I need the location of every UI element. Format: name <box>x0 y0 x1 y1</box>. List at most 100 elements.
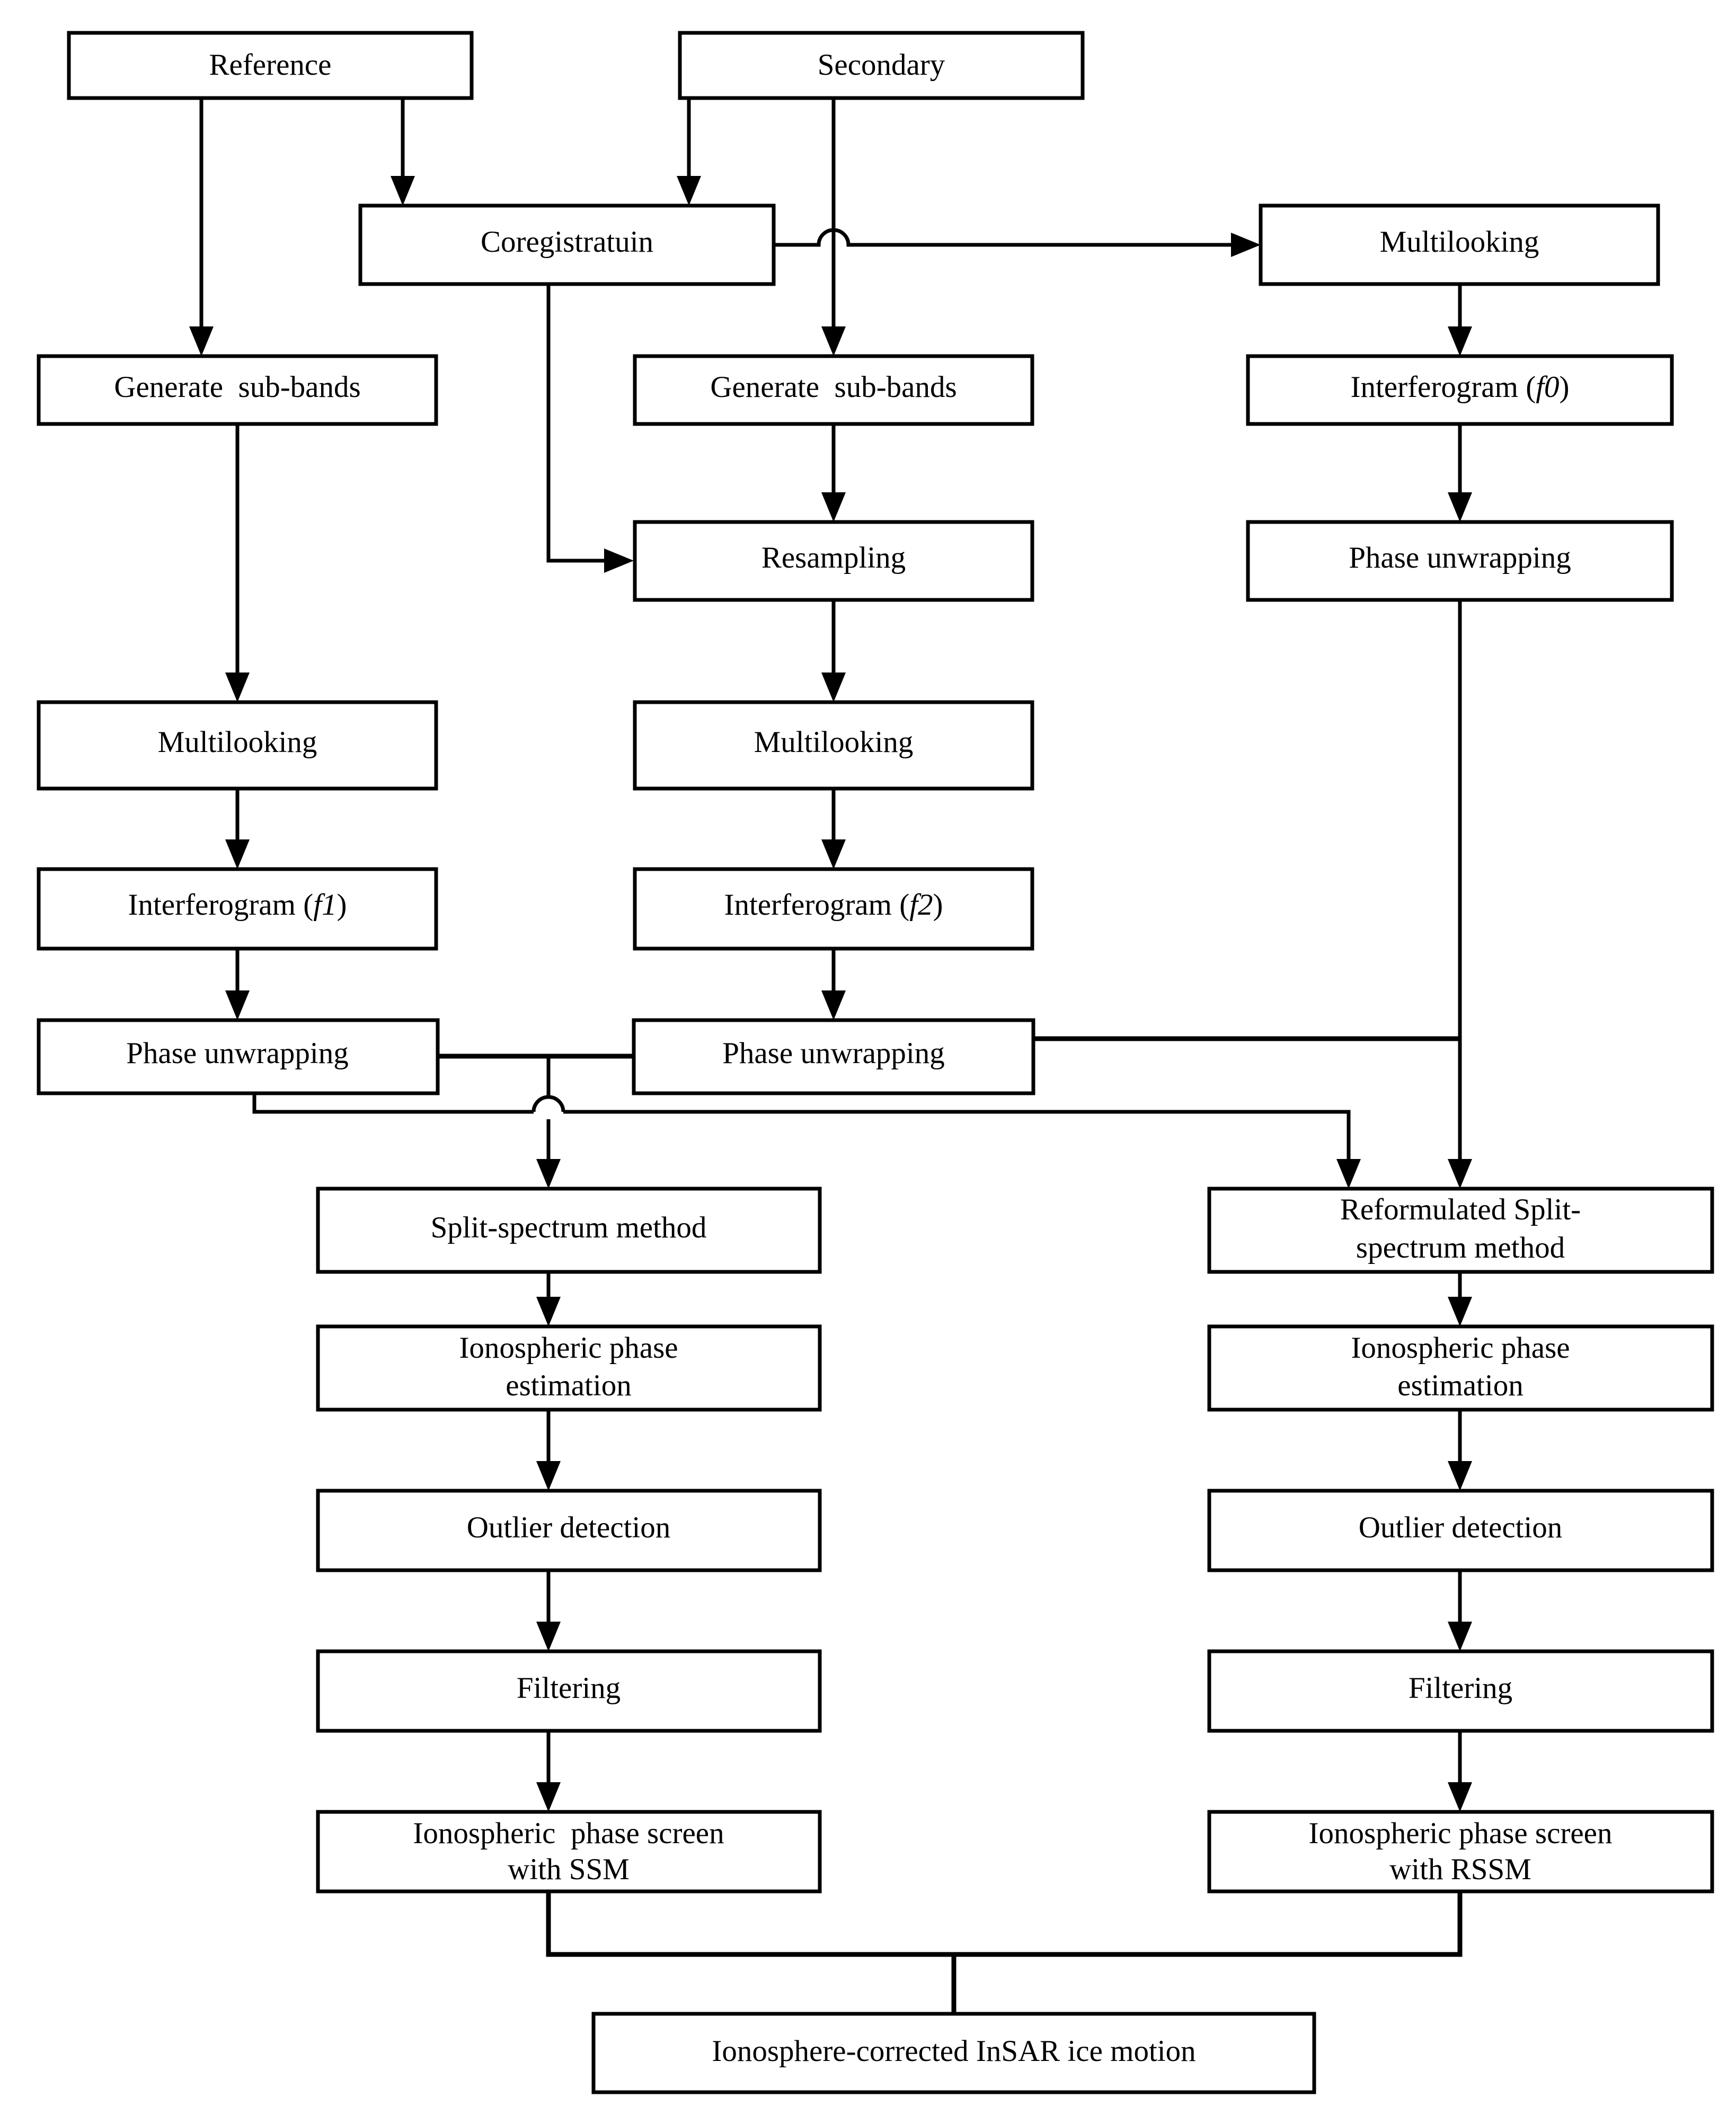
node-phase-unwrapping-mid[interactable]: Phase unwrapping <box>632 1018 1035 1095</box>
arrowhead-reformulated-from-pu-left <box>1336 1159 1361 1189</box>
multilooking-left-label: Multilooking <box>158 725 317 759</box>
outlier-detection-right-label: Outlier detection <box>1359 1511 1563 1544</box>
final-output-label: Ionosphere-corrected InSAR ice motion <box>712 2034 1195 2068</box>
arrowhead-interferogram-f0 <box>1448 326 1472 356</box>
phase-unwrapping-mid-box[interactable] <box>632 1018 1035 1095</box>
iono-screen-rssm-box[interactable] <box>1207 1810 1714 1893</box>
arrowhead-resampling-from-coregistration <box>604 548 634 573</box>
phase-unwrapping-left-box[interactable] <box>37 1018 440 1095</box>
arrowhead-phase-unwrapping-mid <box>821 990 846 1020</box>
node-outlier-detection-right[interactable]: Outlier detection <box>1207 1489 1714 1572</box>
split-spectrum-box[interactable] <box>316 1187 822 1274</box>
node-resampling[interactable]: Resampling <box>633 520 1034 602</box>
node-iono-phase-est-right[interactable]: Ionospheric phase estimation <box>1207 1324 1714 1412</box>
secondary-label: Secondary <box>818 48 945 82</box>
arrowhead-outlier-left <box>536 1461 561 1491</box>
node-reformulated-split-spectrum[interactable]: Reformulated Split- spectrum method <box>1207 1187 1714 1274</box>
arrowhead-iono-screen-ssm <box>536 1782 561 1812</box>
multilooking-left-box[interactable] <box>37 700 438 791</box>
node-interferogram-f2[interactable]: Interferogram (f2) <box>633 867 1034 951</box>
phase-unwrapping-right-box[interactable] <box>1246 520 1674 602</box>
edge-phase-unwrapping-left-to-reformulated <box>252 1093 1351 1171</box>
coregistration-box[interactable] <box>358 203 776 286</box>
multilooking-mid-label: Multilooking <box>754 725 914 759</box>
node-coregistration[interactable]: Coregistratuin <box>358 203 776 286</box>
interferogram-f1-box[interactable] <box>37 867 438 951</box>
node-generate-subbands-left[interactable]: Generate sub-bands <box>37 354 438 426</box>
resampling-box[interactable] <box>633 520 1034 602</box>
multilooking-right-box[interactable] <box>1259 203 1660 286</box>
phase-unwrapping-right-label: Phase unwrapping <box>1349 541 1571 574</box>
split-spectrum-label: Split-spectrum method <box>431 1211 707 1244</box>
iono-screen-ssm-line2: with SSM <box>508 1853 630 1886</box>
interferogram-f2-box[interactable] <box>633 867 1034 951</box>
iono-phase-est-right-line2: estimation <box>1397 1369 1523 1402</box>
node-multilooking-left[interactable]: Multilooking <box>37 700 438 791</box>
outlier-detection-left-box[interactable] <box>316 1489 822 1572</box>
edge-screens-merge-bus <box>546 1891 1463 1957</box>
node-generate-subbands-mid[interactable]: Generate sub-bands <box>633 354 1034 426</box>
arrowhead-split-spectrum <box>536 1159 561 1189</box>
phase-unwrapping-left-label: Phase unwrapping <box>126 1037 349 1070</box>
iono-screen-ssm-line1: Ionospheric phase screen <box>413 1817 724 1850</box>
node-filtering-right[interactable]: Filtering <box>1207 1649 1714 1733</box>
reference-label: Reference <box>209 48 332 82</box>
arrowhead-iono-est-left <box>536 1297 561 1326</box>
outlier-detection-right-box[interactable] <box>1207 1489 1714 1572</box>
arrowhead-phase-unwrapping-right <box>1448 492 1472 522</box>
node-iono-screen-rssm[interactable]: Ionospheric phase screen with RSSM <box>1207 1810 1714 1893</box>
node-filtering-left[interactable]: Filtering <box>316 1649 822 1733</box>
final-output-box[interactable] <box>591 2012 1316 2094</box>
iono-screen-rssm-line2: with RSSM <box>1389 1853 1531 1886</box>
line-hop-bus-crossing <box>532 1095 565 1112</box>
arrowhead-multilooking-mid <box>821 672 846 702</box>
coregistration-label: Coregistratuin <box>481 225 653 259</box>
iono-phase-est-left-box[interactable] <box>316 1324 822 1412</box>
iono-phase-est-right-box[interactable] <box>1207 1324 1714 1412</box>
reference-box[interactable] <box>67 31 474 100</box>
outlier-detection-left-label: Outlier detection <box>467 1511 671 1544</box>
node-interferogram-f0[interactable]: Interferogram (f0) <box>1246 354 1674 426</box>
filtering-right-box[interactable] <box>1207 1649 1714 1733</box>
node-iono-screen-ssm[interactable]: Ionospheric phase screen with SSM <box>316 1810 822 1893</box>
edge-coregistration-to-resampling <box>546 284 615 563</box>
iono-phase-est-right-line1: Ionospheric phase <box>1351 1331 1570 1365</box>
node-iono-phase-est-left[interactable]: Ionospheric phase estimation <box>316 1324 822 1412</box>
arrowhead-multilooking-right <box>1231 233 1261 257</box>
filtering-left-box[interactable] <box>316 1649 822 1733</box>
iono-phase-est-left-line1: Ionospheric phase <box>459 1331 678 1365</box>
reformulated-split-spectrum-line1: Reformulated Split- <box>1340 1193 1581 1226</box>
node-multilooking-mid[interactable]: Multilooking <box>633 700 1034 791</box>
interferogram-f2-label: Interferogram (f2) <box>724 888 943 922</box>
node-secondary[interactable]: Secondary <box>678 31 1085 100</box>
arrowhead-resampling-from-subbands <box>821 492 846 522</box>
reformulated-split-spectrum-box[interactable] <box>1207 1187 1714 1274</box>
generate-subbands-mid-label: Generate sub-bands <box>710 370 956 404</box>
node-phase-unwrapping-right[interactable]: Phase unwrapping <box>1246 520 1674 602</box>
iono-phase-est-left-line2: estimation <box>506 1369 631 1402</box>
secondary-box[interactable] <box>678 31 1085 100</box>
node-interferogram-f1[interactable]: Interferogram (f1) <box>37 867 438 951</box>
generate-subbands-mid-box[interactable] <box>633 354 1034 426</box>
node-reference[interactable]: Reference <box>67 31 474 100</box>
node-outlier-detection-left[interactable]: Outlier detection <box>316 1489 822 1572</box>
edge-coregistration-to-multilooking-right <box>774 228 1242 247</box>
iono-screen-ssm-box[interactable] <box>316 1810 822 1893</box>
arrowhead-interferogram-f1 <box>225 839 250 869</box>
arrowhead-coregistration-from-secondary <box>677 176 701 206</box>
arrowhead-filtering-left <box>536 1622 561 1651</box>
node-final-output[interactable]: Ionosphere-corrected InSAR ice motion <box>591 2012 1316 2094</box>
interferogram-f0-box[interactable] <box>1246 354 1674 426</box>
multilooking-mid-box[interactable] <box>633 700 1034 791</box>
arrowhead-iono-screen-rssm <box>1448 1782 1472 1812</box>
node-multilooking-right[interactable]: Multilooking <box>1259 203 1660 286</box>
node-phase-unwrapping-left[interactable]: Phase unwrapping <box>37 1018 440 1095</box>
generate-subbands-left-box[interactable] <box>37 354 438 426</box>
node-layer: Reference Secondary Coregistratuin Multi… <box>37 31 1714 2094</box>
generate-subbands-left-label: Generate sub-bands <box>114 370 360 404</box>
node-split-spectrum[interactable]: Split-spectrum method <box>316 1187 822 1274</box>
arrowhead-reformulated-from-pu-right <box>1448 1159 1472 1189</box>
phase-unwrapping-mid-label: Phase unwrapping <box>722 1037 945 1070</box>
